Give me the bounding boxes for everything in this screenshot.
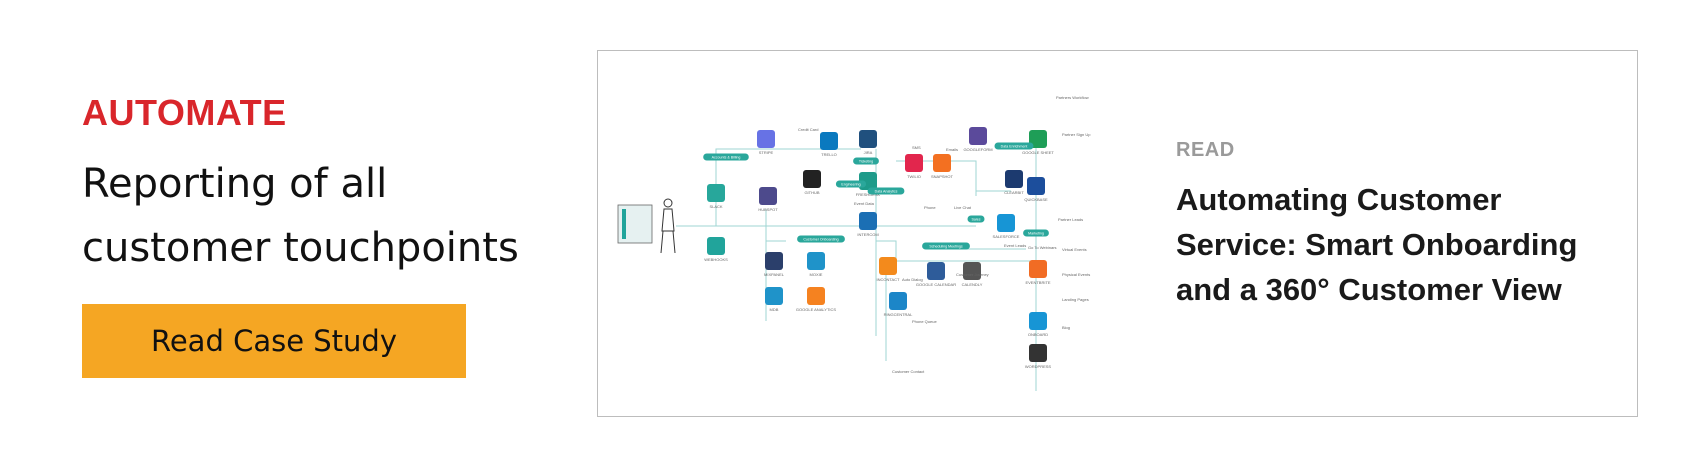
app-label: SLACK xyxy=(709,204,722,209)
category-tag xyxy=(853,157,879,165)
flow-note: Event Data xyxy=(854,201,875,206)
app-icon-stripe xyxy=(757,130,775,148)
app-icon-webhooks xyxy=(707,237,725,255)
category-tag-label: Marketing xyxy=(1028,231,1044,235)
read-case-study-button[interactable]: Read Case Study xyxy=(82,304,466,378)
app-label: JIRA xyxy=(864,150,873,155)
flow-note: Virtual Events xyxy=(1062,247,1087,252)
app-label: QUICKBASE xyxy=(1024,197,1048,202)
case-study-title[interactable]: Automating Customer Service: Smart Onboa… xyxy=(1176,182,1578,307)
app-label: GOOGLE CALENDAR xyxy=(916,282,956,287)
app-icon-google-sheet xyxy=(1029,130,1047,148)
app-icon-calendly xyxy=(963,262,981,280)
flow-note: Physical Events xyxy=(1062,272,1090,277)
app-label: CALENDLY xyxy=(962,282,983,287)
flow-note: Blog xyxy=(1062,325,1070,330)
app-label: MOXIE xyxy=(810,272,823,277)
flow-note: Live Chat xyxy=(954,205,972,210)
app-icon-google-calendar xyxy=(927,262,945,280)
app-label: TRELLO xyxy=(821,152,837,157)
app-label: ONBOARD xyxy=(1028,332,1048,337)
user-figure-icon xyxy=(617,198,676,254)
app-icon-onboard xyxy=(1029,312,1047,330)
flow-note: Partner Leads xyxy=(1058,217,1083,222)
app-icon-twilio xyxy=(905,154,923,172)
flow-note: Customer Journey xyxy=(956,272,989,277)
flow-note: Emails xyxy=(946,147,958,152)
category-tag-label: Data Enrichment xyxy=(1001,144,1028,148)
app-icon-incontact xyxy=(879,257,897,275)
app-icon-mdb xyxy=(765,287,783,305)
app-icon-snapshot xyxy=(933,154,951,172)
case-study-card[interactable]: SLACK WEBHOOKS HUBSPOT STRIPE GITHUB TRELLO JI… xyxy=(597,50,1638,417)
read-label: READ xyxy=(1176,139,1235,161)
app-icon-wordpress xyxy=(1029,344,1047,362)
app-label: GOOGLE SHEET xyxy=(1022,150,1054,155)
app-icon-quickbase xyxy=(1027,177,1045,195)
app-label: FRESHDESK xyxy=(856,192,881,197)
app-icon-clearbit xyxy=(1005,170,1023,188)
app-label: GITHUB xyxy=(804,190,819,195)
category-tag xyxy=(994,142,1034,150)
flow-note: Landing Pages xyxy=(1062,297,1089,302)
app-icon-hubspot xyxy=(759,187,777,205)
flow-note: Partner Sign Up xyxy=(1062,132,1091,137)
category-tag xyxy=(835,180,867,188)
app-icon-moxie xyxy=(807,252,825,270)
app-label: STRIPE xyxy=(759,150,774,155)
category-tag-label: Engineering xyxy=(841,182,860,186)
flow-note: Partners Workflow xyxy=(1056,95,1089,100)
app-icon-slack xyxy=(707,184,725,202)
app-label: GOOGLE ANALYTICS xyxy=(796,307,836,312)
app-icon-google-analytics xyxy=(807,287,825,305)
app-icon-googleform xyxy=(969,127,987,145)
category-tag-label: Scheduling Meetings xyxy=(929,244,963,248)
category-tag-label: Customer Onboarding xyxy=(803,237,838,241)
app-label: INCONTACT xyxy=(876,277,900,282)
flow-note: Phone xyxy=(924,205,936,210)
category-tag xyxy=(703,153,749,161)
category-tag-label: Sales xyxy=(972,217,981,221)
category-tag-label: Data Analytics xyxy=(875,189,898,193)
app-label: RINGCENTRAL xyxy=(884,312,913,317)
app-icon-github xyxy=(803,170,821,188)
flow-note: Auto Dialog xyxy=(902,277,923,282)
workflow-diagram: SLACK WEBHOOKS HUBSPOT STRIPE GITHUB TRELLO JI… xyxy=(617,95,1091,391)
category-tag xyxy=(922,242,970,250)
app-label: CLEARBIT xyxy=(1004,190,1024,195)
flow-note: Event Leads xyxy=(1004,243,1026,248)
app-label: MIXPANEL xyxy=(764,272,785,277)
app-label: WORDPRESS xyxy=(1025,364,1052,369)
app-icon-ringcentral xyxy=(889,292,907,310)
app-label: TWILIO xyxy=(907,174,921,179)
app-label: GOOGLEFORM xyxy=(963,147,992,152)
category-tag-label: Ticketing xyxy=(859,159,873,163)
promo-headline: Reporting of all customer touchpoints xyxy=(82,161,519,271)
flow-note: Phone Queue xyxy=(912,319,937,324)
app-icon-eventbrite xyxy=(1029,260,1047,278)
flow-note: Go To Webinars xyxy=(1028,245,1057,250)
category-tag xyxy=(867,187,905,195)
flow-note: Customer Contact xyxy=(892,369,925,374)
category-tag xyxy=(1023,229,1049,237)
app-label: SNAPSHOT xyxy=(931,174,954,179)
eyebrow-label: AUTOMATE xyxy=(82,92,287,133)
app-icon-trello xyxy=(820,132,838,150)
category-tag xyxy=(967,215,985,223)
app-label: MDB xyxy=(770,307,779,312)
category-tag xyxy=(797,235,845,243)
app-label: SALESFORCE xyxy=(993,234,1020,239)
category-tag-label: Accounts & Billing xyxy=(712,155,741,159)
app-icon-jira xyxy=(859,130,877,148)
app-icon-intercom xyxy=(859,212,877,230)
app-label: INTERCOM xyxy=(857,232,878,237)
app-icon-mixpanel xyxy=(765,252,783,270)
flow-note: SMS xyxy=(912,145,921,150)
app-icon-salesforce xyxy=(997,214,1015,232)
flow-note: Credit Card xyxy=(798,127,818,132)
app-label: EVENTBRITE xyxy=(1025,280,1050,285)
app-label: HUBSPOT xyxy=(758,207,778,212)
app-label: WEBHOOKS xyxy=(704,257,728,262)
